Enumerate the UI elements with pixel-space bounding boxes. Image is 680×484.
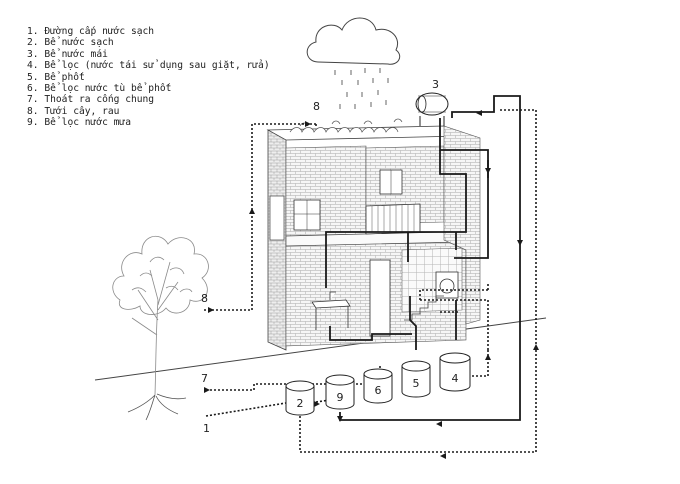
tree-icon — [112, 235, 209, 421]
front-door — [369, 259, 391, 337]
tank-label: 4 — [452, 372, 459, 385]
legend-item-5: 5. Bể phốt — [27, 72, 270, 83]
septic-filter-tank: 6 — [363, 368, 393, 404]
tank-label: 6 — [375, 384, 382, 397]
greywater-filter-tank: 4 — [439, 352, 471, 392]
rainwater-filter-tank: 9 — [325, 374, 355, 410]
tank-label: 2 — [297, 397, 304, 410]
clean-water-pipes — [325, 95, 521, 421]
ground-line — [94, 317, 547, 381]
legend-number: 2. — [27, 37, 39, 49]
legend-number: 8. — [27, 105, 39, 117]
legend-label: Bể lọc (nước tái sử dụng sau giặt, rửa) — [44, 60, 270, 72]
back-wall — [443, 125, 481, 325]
callout-roof-tank: 3 — [432, 78, 439, 91]
legend-item-9: 9. Bể lọc nước mưa — [27, 117, 270, 128]
reuse-water-pipes — [204, 109, 537, 453]
callout-irrigation-side: 8 — [201, 292, 208, 305]
legend-number: 9. — [27, 117, 39, 129]
legend-number: 4. — [27, 60, 39, 72]
legend-label: Đường cấp nước sạch — [44, 26, 155, 37]
legend-label: Bể lọc nước mưa — [44, 117, 131, 129]
legend-item-6: 6. Bể lọc nước tù bể phốt — [27, 83, 270, 94]
legend: 1. Đường cấp nước sạch 2. Bể nước sạch 3… — [27, 26, 270, 129]
legend-item-7: 7. Thoát ra cống chung — [27, 94, 270, 105]
balcony — [365, 203, 421, 235]
roof-water-tank — [415, 92, 449, 126]
legend-item-2: 2. Bể nước sạch — [27, 37, 270, 48]
house — [266, 92, 481, 351]
legend-label: Thoát ra cống chung — [44, 94, 155, 106]
side-window — [269, 195, 285, 241]
kitchen-sink — [311, 291, 351, 330]
legend-label: Bể lọc nước tù bể phốt — [44, 83, 172, 95]
staircase — [404, 295, 444, 321]
legend-item-8: 8. Tưới cây, rau — [27, 106, 270, 117]
legend-label: Bể phốt — [44, 71, 85, 83]
callout-drain: 7 — [201, 372, 208, 385]
legend-number: 7. — [27, 94, 39, 106]
washing-machine — [435, 271, 459, 299]
cloud-icon — [306, 17, 401, 65]
callout-irrigation-roof: 8 — [313, 100, 320, 113]
clean-water-tank: 2 — [285, 380, 315, 416]
tank-label: 9 — [337, 391, 344, 404]
tank-label: 5 — [413, 377, 420, 390]
legend-label: Bể nước mái — [44, 48, 108, 60]
legend-number: 6. — [27, 83, 39, 95]
callout-supply: 1 — [203, 422, 210, 435]
legend-number: 3. — [27, 48, 39, 60]
legend-label: Bể nước sạch — [44, 37, 114, 49]
legend-number: 1. — [27, 26, 39, 37]
raindrops — [334, 68, 389, 109]
legend-item-1: 1. Đường cấp nước sạch — [27, 26, 270, 37]
legend-item-4: 4. Bể lọc (nước tái sử dụng sau giặt, rử… — [27, 60, 270, 71]
legend-number: 5. — [27, 71, 39, 83]
septic-tank: 5 — [401, 360, 431, 398]
legend-label: Tưới cây, rau — [44, 105, 120, 117]
roof-garden — [289, 118, 403, 133]
legend-item-3: 3. Bể nước mái — [27, 49, 270, 60]
